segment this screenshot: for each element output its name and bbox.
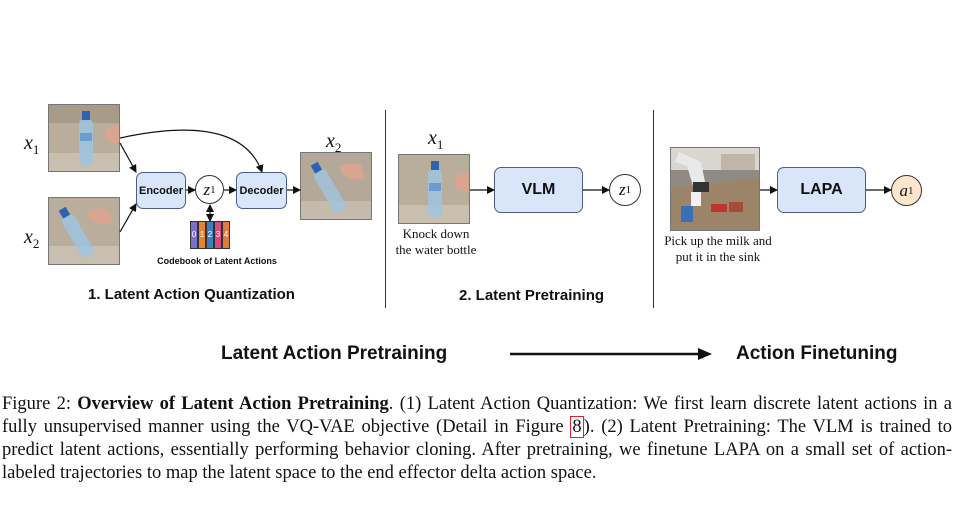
instruction-text-stage2: Knock down the water bottle [395,226,477,257]
vlm-box: VLM [494,167,583,213]
stage2-title: 2. Latent Pretraining [459,287,605,304]
observation-x1-photo [398,154,470,224]
x2-label-output: x2 [326,130,342,155]
instruction-text-stage3: Pick up the milk and put it in the sink [664,233,772,264]
codebook-cell: 0 [190,221,198,249]
figure-caption: Figure 2: Overview of Latent Action Pret… [2,394,953,483]
latent-action-pretraining-label: Latent Action Pretraining [221,343,448,364]
x1-label-left: x1 [24,132,40,157]
divider-1 [385,110,386,308]
x1-label-middle: x1 [428,127,444,152]
encoder-box: Encoder [136,172,186,209]
caption-title: Overview of Latent Action Pretraining [77,394,389,414]
robot-scene-photo [670,147,760,231]
decoder-box: Decoder [236,172,287,209]
stage1-title: 1. Latent Action Quantization [88,286,295,303]
codebook-cell: 1 [198,221,206,249]
codebook-cell: 4 [222,221,230,249]
figure-reference-link[interactable]: 8 [570,416,584,438]
action-finetuning-label: Action Finetuning [736,343,898,364]
divider-2 [653,110,654,308]
frame-x2-photo [48,197,120,265]
diagram-arrows [119,129,892,360]
frame-x1-photo [48,104,120,172]
x2-label-left: x2 [24,226,40,251]
lapa-box: LAPA [777,167,866,213]
codebook-label: Codebook of Latent Actions [157,256,277,266]
codebook-cell: 3 [214,221,222,249]
reconstructed-x2-photo [300,152,372,220]
